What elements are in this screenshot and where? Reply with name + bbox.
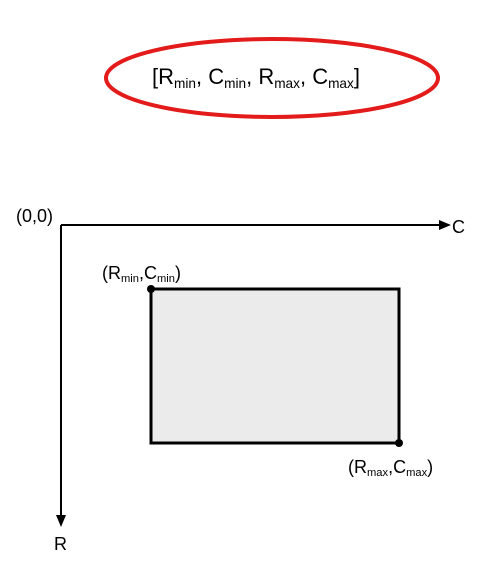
max-corner-comma: , [388, 457, 394, 477]
bbox-formula: [Rmin, Cmin, Rmax, Cmax] [152, 64, 360, 91]
max-corner-open-paren: ( [348, 457, 354, 477]
c-axis-arrowhead [439, 220, 451, 230]
max-corner-c-base: C [393, 457, 407, 477]
max-corner-r-base: R [354, 457, 367, 477]
r-axis-label: R [54, 534, 67, 554]
r-axis-arrowhead [56, 515, 66, 527]
formula-close-bracket: ] [353, 64, 360, 89]
max-corner-r-sub: max [367, 467, 389, 480]
formula-r-max-base: R [258, 64, 275, 89]
origin-label: (0,0) [16, 206, 54, 226]
bounding-box [149, 287, 401, 445]
formula-separator: , [246, 64, 259, 89]
c-axis-label: C [452, 217, 465, 237]
max-corner-close-paren: ) [427, 457, 434, 477]
formula-separator: , [195, 64, 209, 89]
formula-r-min-sub: min [174, 75, 196, 91]
formula-r-max-sub: max [274, 75, 300, 91]
min-corner-comma: , [138, 263, 144, 283]
max-corner-c-sub: max [406, 467, 428, 480]
min-corner-r-base: R [108, 263, 121, 283]
formula-r-min-base: R [158, 64, 175, 89]
min-corner-close-paren: ) [174, 263, 181, 283]
formula-c-max-sub: max [328, 75, 354, 91]
max-corner-label: (Rmax,Cmax) [348, 457, 434, 480]
formula-c-min-sub: min [224, 75, 247, 91]
formula-open-bracket: [ [152, 64, 159, 89]
formula-highlight-ellipse [104, 37, 440, 119]
formula-c-min-base: C [208, 64, 225, 89]
min-corner-point [147, 285, 155, 293]
max-corner-point [395, 439, 403, 447]
min-corner-open-paren: ( [102, 263, 108, 283]
formula-separator: , [299, 64, 313, 89]
formula-c-max-base: C [312, 64, 329, 89]
min-corner-c-sub: min [157, 273, 175, 286]
min-corner-label: (Rmin,Cmin) [102, 263, 181, 286]
min-corner-r-sub: min [121, 273, 139, 286]
min-corner-c-base: C [144, 263, 157, 283]
